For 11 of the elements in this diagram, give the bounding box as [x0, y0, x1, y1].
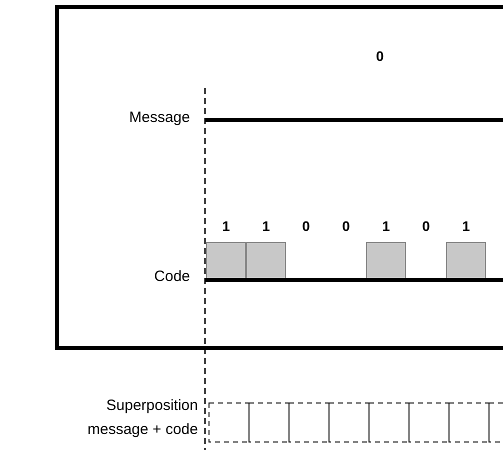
- code-bit: 1: [461, 217, 471, 236]
- code-bit: 1: [381, 217, 391, 236]
- signal-name: Message: [129, 108, 190, 128]
- code-bit: 1: [261, 217, 271, 236]
- code-bit: 0: [301, 217, 311, 236]
- row-label: Superposition message + code: [86, 396, 198, 440]
- code-bit: 1: [221, 217, 231, 236]
- signal-name: Code: [154, 267, 190, 287]
- message-value: 0: [376, 47, 384, 66]
- code-bit: 0: [421, 217, 431, 236]
- code-bit: 0: [341, 217, 351, 236]
